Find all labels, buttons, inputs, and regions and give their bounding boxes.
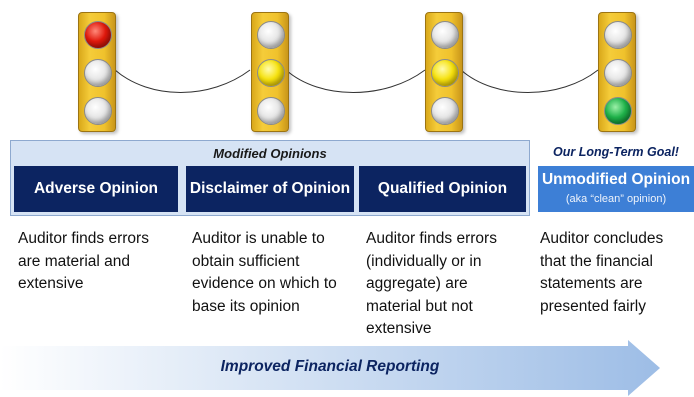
description-line: Auditor finds errors (18, 230, 149, 247)
unmodified-opinion-label: Unmodified Opinion (541, 171, 691, 188)
description-line: that the financial (540, 252, 653, 270)
off-lamp-icon (604, 59, 632, 87)
description-line: Auditor is unable to (192, 230, 325, 247)
traffic-light-disclaimer (251, 12, 289, 132)
green-lamp-icon (604, 97, 632, 125)
disclaimer-description: Auditor is unable to obtain sufficient e… (192, 228, 337, 318)
yellow-lamp-icon (431, 59, 459, 87)
adverse-description: Auditor finds errors are material and ex… (18, 228, 149, 296)
off-lamp-icon (257, 97, 285, 125)
description-line: extensive (18, 275, 84, 292)
unmodified-opinion-sublabel: (aka “clean” opinion) (565, 193, 667, 205)
description-line: material but not (366, 297, 473, 315)
disclaimer-opinion-label: Disclaimer of Opinion (189, 180, 351, 197)
description-line: (individually or in (366, 252, 482, 270)
yellow-lamp-icon (257, 59, 285, 87)
off-lamp-icon (431, 21, 459, 49)
qualified-description: Auditor finds errors (individually or in… (366, 228, 497, 341)
adverse-opinion-box: Adverse Opinion (14, 166, 178, 212)
adverse-opinion-label: Adverse Opinion (33, 180, 159, 197)
off-lamp-icon (431, 97, 459, 125)
connecting-wires (114, 69, 599, 93)
description-line: evidence on which to (192, 275, 337, 292)
qualified-opinion-label: Qualified Opinion (377, 180, 508, 197)
improvement-arrow (0, 340, 660, 396)
off-lamp-icon (84, 97, 112, 125)
unmodified-description: Auditor concludes that the financial sta… (540, 228, 663, 318)
qualified-opinion-box: Qualified Opinion (359, 166, 526, 212)
arrow-label: Improved Financial Reporting (220, 358, 440, 375)
traffic-light-qualified (425, 12, 463, 132)
modified-opinions-title: Modified Opinions (213, 146, 327, 161)
red-lamp-icon (84, 21, 112, 49)
description-line: statements are (540, 275, 643, 292)
traffic-light-unmodified (598, 12, 636, 132)
off-lamp-icon (604, 21, 632, 49)
description-line: obtain sufficient (192, 252, 300, 270)
description-line: base its opinion (192, 297, 300, 315)
description-line: are material and (18, 252, 131, 270)
description-line: Auditor finds errors (366, 230, 497, 247)
disclaimer-opinion-box: Disclaimer of Opinion (186, 166, 354, 212)
description-line: extensive (366, 320, 432, 337)
goal-title: Our Long-Term Goal! (553, 145, 679, 159)
description-line: presented fairly (540, 297, 646, 315)
description-line: Auditor concludes (540, 230, 664, 247)
off-lamp-icon (84, 59, 112, 87)
off-lamp-icon (257, 21, 285, 49)
description-line: aggregate) are (366, 275, 468, 292)
unmodified-opinion-box: Unmodified Opinion (aka “clean” opinion) (538, 166, 694, 212)
traffic-light-adverse (78, 12, 116, 132)
